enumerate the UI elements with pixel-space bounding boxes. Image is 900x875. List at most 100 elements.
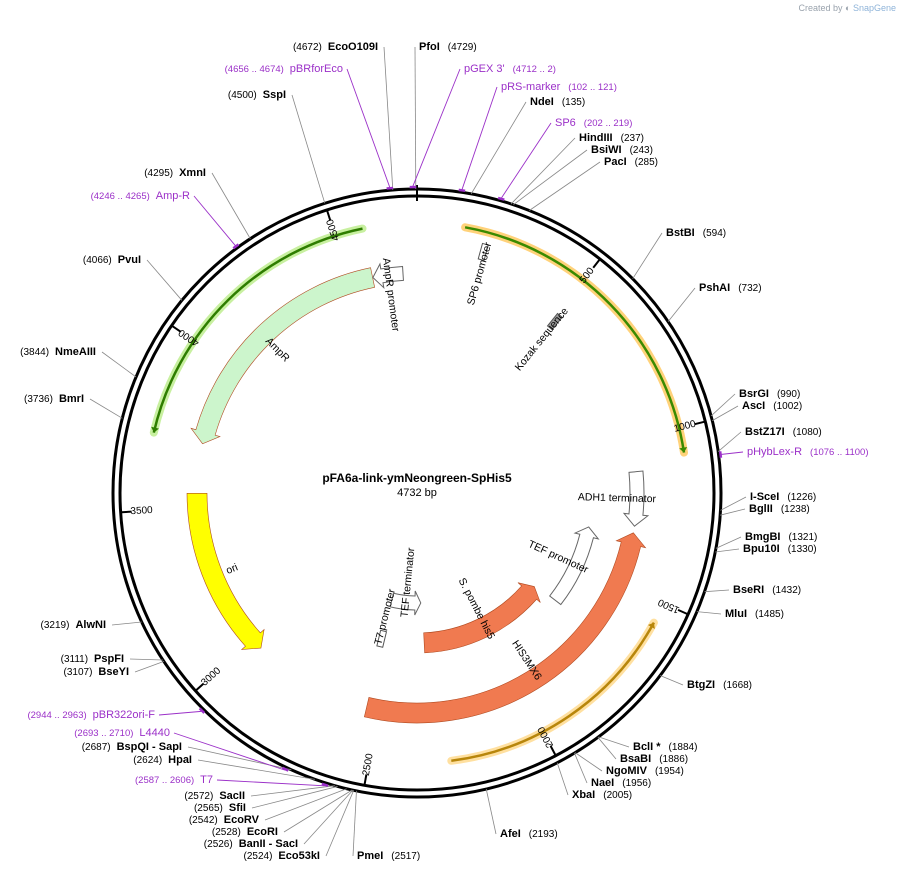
restriction-site-bstz17i[interactable]: BstZ17I(1080) (745, 426, 822, 438)
enzyme-position: (2542) (189, 815, 218, 826)
site-leader-bpu10i (715, 548, 740, 553)
restriction-site-hpai[interactable]: HpaI(2624) (133, 754, 192, 766)
restriction-site-pspfi[interactable]: PspFI(3111) (61, 653, 124, 665)
primer-site-pgex-3[interactable]: pGEX 3'(4712 .. 2) (464, 63, 556, 75)
feature-ori[interactable] (186, 492, 265, 650)
restriction-site-pvui[interactable]: PvuI(4066) (83, 254, 141, 266)
enzyme-position: (237) (621, 133, 644, 144)
primer-site-pbrforeco[interactable]: pBRforEco(4656 .. 4674) (225, 63, 343, 75)
feature-label-kozak-sequence: Kozak sequence (513, 305, 571, 373)
enzyme-name: NaeI (591, 777, 614, 789)
site-leader-ecorv (264, 788, 347, 821)
restriction-site-i-scei[interactable]: I-SceI(1226) (750, 491, 816, 503)
restriction-sites: PfoI(4729)EcoO109I(4672)SspI(4500)XmnI(4… (20, 41, 822, 862)
feature-label-ori: ori (224, 561, 239, 577)
enzyme-name: MluI (725, 608, 747, 620)
primer-position: (4246 .. 4265) (91, 191, 150, 202)
arc-amp-orf[interactable] (152, 227, 363, 433)
enzyme-position: (3736) (24, 394, 53, 405)
site-leader-i-scei (720, 496, 747, 511)
restriction-site-pshai[interactable]: PshAI(732) (699, 282, 762, 294)
enzyme-name: PshAI (699, 282, 730, 294)
feature-sp6-promoter[interactable] (477, 242, 489, 262)
restriction-site-hindiii[interactable]: HindIII(237) (579, 132, 644, 144)
primer-leader-pbrforeco (346, 68, 391, 188)
restriction-site-sspi[interactable]: SspI(4500) (228, 89, 286, 101)
arc-arrowhead-ymneongreen (679, 447, 688, 453)
restriction-site-ecorv[interactable]: EcoRV(2542) (189, 814, 260, 826)
enzyme-position: (2517) (391, 851, 420, 862)
primer-mark-prs-marker (458, 188, 466, 193)
primer-mark-pbrforeco (386, 186, 394, 190)
restriction-site-asci[interactable]: AscI(1002) (742, 400, 802, 412)
primer-site-phyblex-r[interactable]: pHybLex-R(1076 .. 1100) (747, 446, 868, 458)
restriction-site-ngomiv[interactable]: NgoMIV(1954) (606, 765, 684, 777)
primer-site-amp-r[interactable]: Amp-R(4246 .. 4265) (91, 190, 190, 202)
primer-name: SP6 (555, 117, 576, 129)
site-leader-ndei (470, 101, 527, 195)
enzyme-name: NmeAIII (55, 346, 96, 358)
restriction-site-bmgbi[interactable]: BmgBI(1321) (745, 531, 817, 543)
restriction-site-ecori[interactable]: EcoRI(2528) (212, 826, 278, 838)
restriction-site-xbai[interactable]: XbaI(2005) (572, 789, 632, 801)
restriction-site-ndei[interactable]: NdeI(135) (530, 96, 585, 108)
primer-position: (202 .. 219) (584, 118, 633, 129)
restriction-site-naei[interactable]: NaeI(1956) (591, 777, 651, 789)
restriction-site-bsrgi[interactable]: BsrGI(990) (739, 388, 800, 400)
restriction-site-alwni[interactable]: AlwNI(3219) (41, 619, 106, 631)
primer-site-prs-marker[interactable]: pRS-marker(102 .. 121) (501, 81, 617, 93)
restriction-site-bseyi[interactable]: BseYI(3107) (64, 666, 129, 678)
restriction-site-sacii[interactable]: SacII(2572) (184, 790, 245, 802)
feature-t7-promoter[interactable] (376, 629, 388, 648)
restriction-site-bmri[interactable]: BmrI (3736) (24, 393, 84, 405)
primer-name: pGEX 3' (464, 63, 505, 75)
restriction-site-bsabi[interactable]: BsaBI(1886) (620, 753, 688, 765)
restriction-site-eco53ki[interactable]: Eco53kI(2524) (244, 850, 321, 862)
restriction-site-nmeaiii[interactable]: NmeAIII (3844) (20, 346, 96, 358)
restriction-site-sfii[interactable]: SfiI(2565) (194, 802, 246, 814)
restriction-site-ecoo109i[interactable]: EcoO109I(4672) (293, 41, 378, 53)
restriction-site-bcli[interactable]: BclI *(1884) (633, 741, 697, 753)
enzyme-name: Bpu10I (743, 543, 780, 555)
restriction-site-paci[interactable]: PacI(285) (604, 156, 658, 168)
primer-leader-phyblex-r (721, 451, 744, 455)
feature-s-pombe-his5[interactable] (423, 582, 541, 654)
primer-mark-t7 (321, 782, 329, 787)
feature-ampr-promoter[interactable] (372, 262, 404, 290)
feature-tef-terminator[interactable] (389, 590, 422, 616)
feature-ampr[interactable] (190, 267, 375, 445)
primer-position: (102 .. 121) (568, 82, 617, 93)
primer-site-pbr322ori-f[interactable]: pBR322ori-F(2944 .. 2963) (27, 709, 155, 721)
restriction-site-banii-saci[interactable]: BanII - SacI(2526) (204, 838, 298, 850)
restriction-site-bseri[interactable]: BseRI(1432) (733, 584, 801, 596)
arc-ymneongreen[interactable] (464, 226, 686, 453)
primer-site-t7[interactable]: T7(2587 .. 2606) (135, 774, 213, 786)
primer-leader-pbr322ori-f (158, 710, 202, 716)
primer-leader-prs-marker (461, 86, 498, 190)
feature-his3mx6[interactable] (363, 532, 647, 724)
enzyme-position: (3844) (20, 347, 49, 358)
restriction-site-bpu10i[interactable]: Bpu10I(1330) (743, 543, 817, 555)
restriction-site-bglii[interactable]: BglII(1238) (749, 503, 810, 515)
restriction-site-pfoi[interactable]: PfoI(4729) (419, 41, 477, 53)
arc-sphis5-orf[interactable] (451, 621, 655, 763)
enzyme-position: (1954) (655, 766, 684, 777)
primer-position: (2944 .. 2963) (27, 710, 86, 721)
restriction-site-btgzi[interactable]: BtgZI(1668) (687, 679, 752, 691)
restriction-site-bstbi[interactable]: BstBI(594) (666, 227, 726, 239)
restriction-site-mlui[interactable]: MluI(1485) (725, 608, 784, 620)
enzyme-name: BmrI (59, 393, 84, 405)
restriction-site-bsiwi[interactable]: BsiWI(243) (591, 144, 653, 156)
primer-site-sp6[interactable]: SP6 (202 .. 219) (555, 117, 632, 129)
enzyme-position: (4672) (293, 42, 322, 53)
enzyme-name: XmnI (179, 167, 206, 179)
primer-site-l4440[interactable]: L4440(2693 .. 2710) (74, 727, 170, 739)
restriction-site-bspqi-sapi[interactable]: BspQI - SapI(2687) (82, 741, 182, 753)
feature-adh1-terminator[interactable] (622, 470, 650, 527)
restriction-site-pmei[interactable]: PmeI(2517) (357, 850, 420, 862)
feature-kozak-sequence[interactable] (546, 312, 563, 331)
feature-tef-promoter[interactable] (549, 526, 600, 606)
restriction-site-afei[interactable]: AfeI(2193) (500, 828, 558, 840)
restriction-site-xmni[interactable]: XmnI(4295) (144, 167, 206, 179)
enzyme-position: (3111) (61, 654, 88, 665)
